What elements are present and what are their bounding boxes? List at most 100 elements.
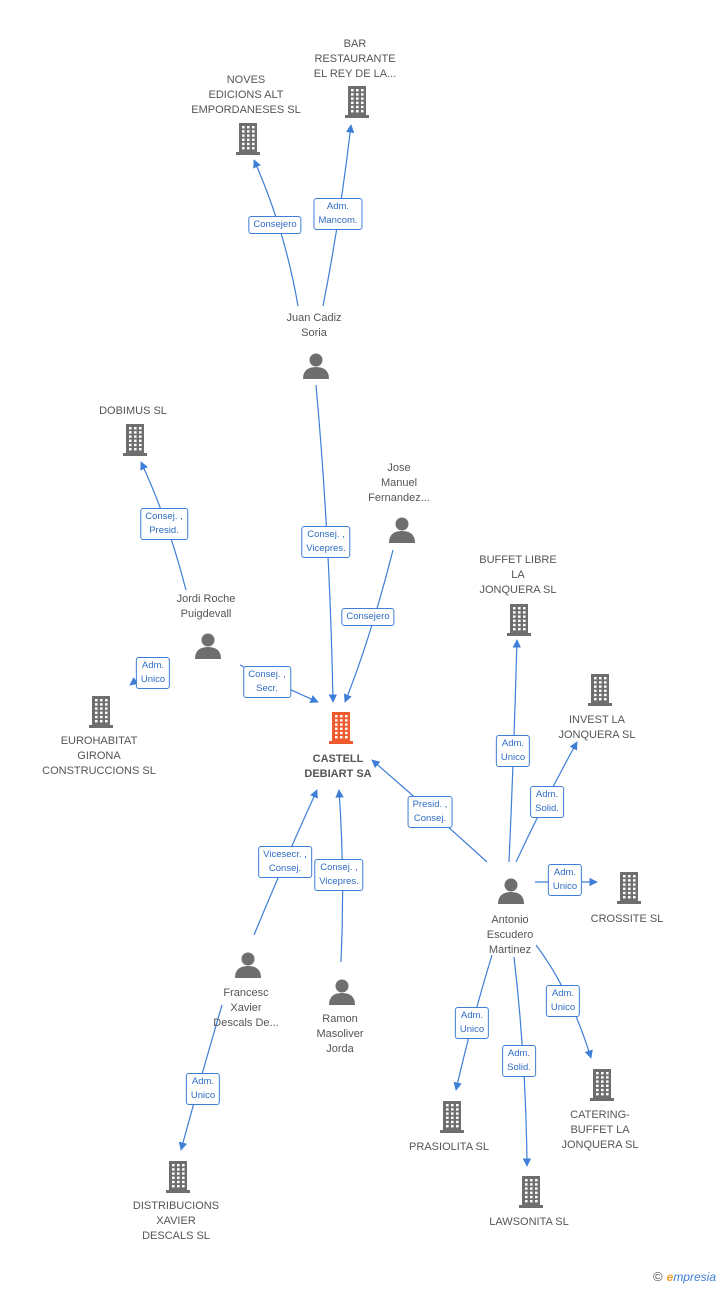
node-label-line: NOVES xyxy=(226,74,266,86)
person-icon-antonio[interactable] xyxy=(498,878,524,905)
node-label-line: Fernandez... xyxy=(368,492,430,504)
node-label-line: JONQUERA SL xyxy=(561,1139,639,1151)
edge-label-line: Consej. xyxy=(413,813,447,824)
edge-label-francesc-to-distribucions[interactable]: Adm.Unico xyxy=(185,1073,221,1105)
node-label-prasiolita[interactable]: PRASIOLITA SL xyxy=(409,1140,489,1155)
edge-label-jose-to-castell[interactable]: Consejero xyxy=(341,608,395,626)
node-label-line: Jose xyxy=(387,462,411,474)
edge-label-line: Unico xyxy=(459,1024,485,1035)
building-icon-distribucions[interactable] xyxy=(166,1161,190,1193)
node-label-line: Jorda xyxy=(326,1043,354,1055)
node-label-line: BAR xyxy=(343,38,367,50)
edge-label-line: Presid. , xyxy=(412,799,448,810)
edge-label-antonio-to-catering[interactable]: Adm.Unico xyxy=(545,985,581,1017)
node-label-lawsonita[interactable]: LAWSONITA SL xyxy=(489,1215,568,1230)
node-label-line: XAVIER xyxy=(156,1215,196,1227)
edge-label-line: Adm. xyxy=(501,738,525,749)
node-label-line: RESTAURANTE xyxy=(314,53,396,65)
node-label-line: CROSSITE SL xyxy=(590,913,664,925)
edge-label-francesc-to-castell[interactable]: Vicesecr. ,Consej. xyxy=(258,846,312,878)
node-label-line: BUFFET LIBRE xyxy=(479,554,557,566)
brand-initial: e xyxy=(666,1270,674,1284)
building-icon-dobimus[interactable] xyxy=(123,424,147,456)
node-label-line: BUFFET LA xyxy=(570,1124,630,1136)
edge-label-juan-to-noves[interactable]: Consejero xyxy=(248,216,302,234)
building-icon-invest[interactable] xyxy=(588,674,612,706)
node-label-line: DISTRIBUCIONS xyxy=(132,1200,220,1212)
edge-label-line: Adm. xyxy=(551,988,575,999)
edge-label-line: Vicepres. xyxy=(306,543,346,554)
edge-label-jordi-to-castell[interactable]: Consej. ,Secr. xyxy=(243,666,291,698)
edge-label-line: Adm. xyxy=(326,201,350,212)
edge-label-line: Secr. xyxy=(256,683,278,694)
edge-label-line: Consej. , xyxy=(320,862,358,873)
edge-label-line: Consej. , xyxy=(145,511,183,522)
person-icon-jose[interactable] xyxy=(389,517,415,544)
building-icon-buffet[interactable] xyxy=(507,604,531,636)
node-label-line: LAWSONITA SL xyxy=(489,1216,569,1228)
building-icon-castell[interactable] xyxy=(329,712,353,744)
node-label-crossite[interactable]: CROSSITE SL xyxy=(591,912,664,927)
person-icon-jordi[interactable] xyxy=(195,633,221,660)
edge-label-line: Unico xyxy=(190,1090,216,1101)
building-icon-crossite[interactable] xyxy=(617,872,641,904)
person-icon-ramon[interactable] xyxy=(329,979,355,1006)
node-label-line: JONQUERA SL xyxy=(479,584,557,596)
building-icon-prasiolita[interactable] xyxy=(440,1101,464,1133)
edge-label-line: Unico xyxy=(552,881,578,892)
node-label-line: DEBIART SA xyxy=(304,768,372,780)
edge-jose-to-castell xyxy=(343,549,394,703)
node-label-line: EL REY DE LA... xyxy=(313,68,397,80)
edge-label-antonio-to-crossite[interactable]: Adm.Unico xyxy=(547,864,583,896)
edge-label-juan-to-castell[interactable]: Consej. ,Vicepres. xyxy=(301,526,351,558)
building-icon-lawsonita[interactable] xyxy=(519,1176,543,1208)
edge-label-line: Consejero xyxy=(253,219,297,230)
edge-label-antonio-to-castell[interactable]: Presid. , Consej. xyxy=(407,796,453,828)
edge-label-jordi-to-eurohabitat[interactable]: Adm.Unico xyxy=(135,657,171,689)
building-icon-bar[interactable] xyxy=(345,86,369,118)
node-label-line: EUROHABITAT xyxy=(60,735,138,747)
edge-label-jordi-to-dobimus[interactable]: Consej. ,Presid. xyxy=(140,508,188,540)
node-label-line: Francesc xyxy=(223,987,269,999)
edge-label-line: Unico xyxy=(140,674,166,685)
edge-label-line: Consejero xyxy=(346,611,390,622)
node-label-line: PRASIOLITA SL xyxy=(409,1141,489,1153)
node-label-dobimus[interactable]: DOBIMUS SL xyxy=(99,404,167,419)
edges-layer xyxy=(129,124,598,1167)
edge-label-antonio-to-lawsonita[interactable]: Adm.Solid. xyxy=(502,1045,536,1077)
node-label-bar[interactable]: BAR RESTAURANTE EL REY DE LA... xyxy=(314,37,397,82)
building-icon-eurohabitat[interactable] xyxy=(89,696,113,728)
node-label-line: Puigdevall xyxy=(180,608,232,620)
footer-brand[interactable]: ©empresia xyxy=(653,1269,716,1284)
building-icon-noves[interactable] xyxy=(236,123,260,155)
person-icon-juan[interactable] xyxy=(303,353,329,380)
node-label-line: Manuel xyxy=(380,477,418,489)
edge-label-antonio-to-prasiolita[interactable]: Adm.Unico xyxy=(454,1007,490,1039)
icons-layer xyxy=(89,86,641,1208)
node-label-line: Masoliver xyxy=(316,1028,364,1040)
building-icon-catering[interactable] xyxy=(590,1069,614,1101)
person-icon-francesc[interactable] xyxy=(235,952,261,979)
edge-label-line: Vicesecr. , xyxy=(263,849,307,860)
brand-name: mpresia xyxy=(673,1270,716,1284)
edge-label-ramon-to-castell[interactable]: Consej. ,Vicepres. xyxy=(314,859,364,891)
edge-label-juan-to-bar[interactable]: Adm.Mancom. xyxy=(313,198,363,230)
edge-label-antonio-to-buffet[interactable]: Adm.Unico xyxy=(495,735,531,767)
node-label-line: Juan Cadiz xyxy=(286,312,342,324)
node-label-line: CONSTRUCCIONS SL xyxy=(42,765,156,777)
edge-label-antonio-to-invest[interactable]: Adm.Solid. xyxy=(530,786,564,818)
node-label-line: Jordi Roche xyxy=(176,593,236,605)
